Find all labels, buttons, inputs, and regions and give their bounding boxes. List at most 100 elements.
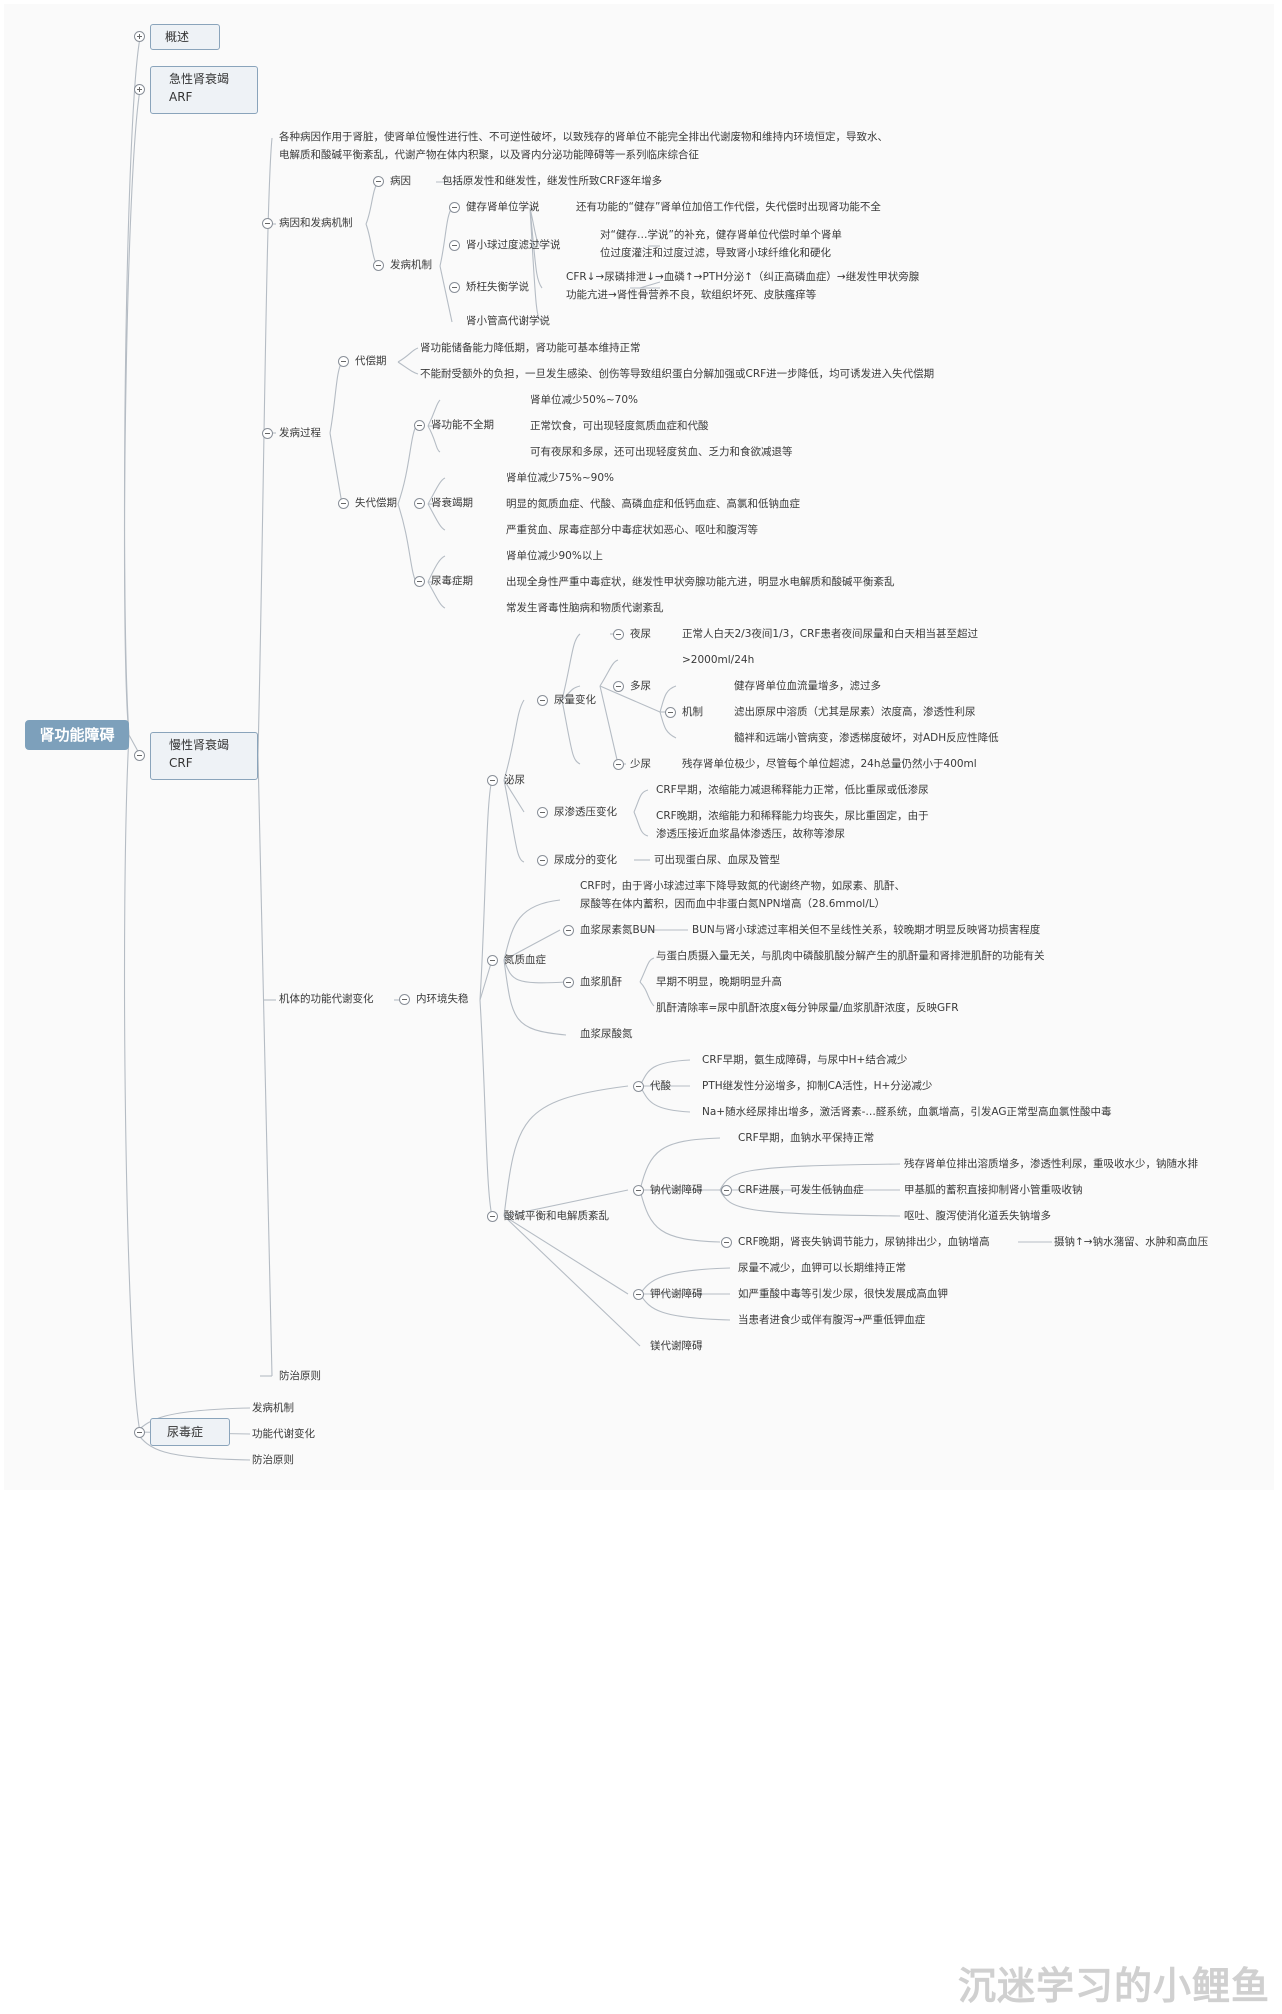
collapse-icon[interactable] — [721, 1185, 732, 1196]
hypothesis-1[interactable]: 健存肾单位学说 — [466, 201, 540, 213]
potassium-node[interactable]: 钾代谢障碍 — [650, 1288, 703, 1300]
node-arf[interactable]: 急性肾衰竭 ARF — [150, 66, 258, 114]
homeostasis-node[interactable]: 内环境失稳 — [416, 993, 469, 1005]
stage-2-node[interactable]: 肾衰竭期 — [431, 497, 473, 509]
arf-title: 急性肾衰竭 — [169, 72, 230, 86]
urine-osmolality-node[interactable]: 尿渗透压变化 — [554, 806, 617, 818]
collapse-icon[interactable] — [537, 695, 548, 706]
stage-1-c: 可有夜尿和多尿，还可出现轻度贫血、乏力和食欲减退等 — [530, 446, 793, 458]
magnesium-node[interactable]: 镁代谢障碍 — [650, 1340, 703, 1352]
oliguria-node[interactable]: 少尿 — [630, 758, 651, 770]
polyuria-mech-3: 髓袢和远端小管病变，渗透梯度破坏，对ADH反应性降低 — [734, 732, 999, 744]
collapse-icon[interactable] — [373, 176, 384, 187]
collapse-icon[interactable] — [414, 576, 425, 587]
node-uremia[interactable]: 尿毒症 — [150, 1418, 230, 1446]
collapse-icon[interactable] — [487, 1211, 498, 1222]
collapse-icon[interactable] — [563, 977, 574, 988]
creatinine-node[interactable]: 血浆肌酐 — [580, 976, 622, 988]
course-node[interactable]: 发病过程 — [279, 427, 321, 439]
function-node[interactable]: 机体的功能代谢变化 — [279, 993, 374, 1005]
cause-node[interactable]: 病因 — [390, 175, 411, 187]
collapse-icon[interactable] — [449, 202, 460, 213]
stage-3-c: 常发生肾毒性脑病和物质代谢紊乱 — [506, 602, 664, 614]
acidosis-text-2: PTH继发性分泌增多，抑制CA活性，H+分泌减少 — [702, 1080, 933, 1092]
collapse-icon[interactable] — [721, 1237, 732, 1248]
urine-composition-text: 可出现蛋白尿、血尿及管型 — [654, 854, 780, 866]
stage-1-node[interactable]: 肾功能不全期 — [431, 419, 494, 431]
collapse-icon[interactable] — [449, 240, 460, 251]
stage-1-b: 正常饮食，可出现轻度氮质血症和代酸 — [530, 420, 709, 432]
sodium-text-2[interactable]: CRF进展，可发生低钠血症 — [738, 1184, 864, 1196]
uremia-mechanism[interactable]: 发病机制 — [252, 1402, 294, 1414]
compensated-node[interactable]: 代偿期 — [355, 355, 387, 367]
azotemia-node[interactable]: 氮质血症 — [504, 954, 546, 966]
urine-volume-node[interactable]: 尿量变化 — [554, 694, 596, 706]
crf-title: 慢性肾衰竭 — [169, 738, 230, 752]
osmolality-late-2: 渗透压接近血浆晶体渗透压，故称等渗尿 — [656, 828, 845, 840]
polyuria-amount: >2000ml/24h — [682, 654, 755, 666]
sodium-node[interactable]: 钠代谢障碍 — [650, 1184, 703, 1196]
hypothesis-2[interactable]: 肾小球过度滤过学说 — [466, 239, 561, 251]
collapse-icon[interactable] — [373, 260, 384, 271]
watermark: 沉迷学习的小鲤鱼 — [957, 1964, 1270, 2008]
collapse-icon[interactable] — [487, 775, 498, 786]
stage-3-node[interactable]: 尿毒症期 — [431, 575, 473, 587]
expand-icon[interactable] — [134, 31, 145, 42]
potassium-text-1: 尿量不减少，血钾可以长期维持正常 — [738, 1262, 906, 1274]
collapse-icon[interactable] — [633, 1185, 644, 1196]
collapse-icon[interactable] — [414, 498, 425, 509]
collapse-icon[interactable] — [449, 282, 460, 293]
uremia-function[interactable]: 功能代谢变化 — [252, 1428, 315, 1440]
collapse-icon[interactable] — [414, 420, 425, 431]
hypothesis-3[interactable]: 矫枉失衡学说 — [466, 281, 529, 293]
creatinine-text-3: 肌酐清除率=尿中肌酐浓度x每分钟尿量/血浆肌酐浓度，反映GFR — [656, 1002, 959, 1014]
collapse-icon[interactable] — [633, 1081, 644, 1092]
bun-node[interactable]: 血浆尿素氮BUN — [580, 924, 656, 936]
decompensated-node[interactable]: 失代偿期 — [355, 497, 397, 509]
urine-composition-node[interactable]: 尿成分的变化 — [554, 854, 617, 866]
pathogenesis-node[interactable]: 发病机制 — [390, 259, 432, 271]
mechanism-sub-node[interactable]: 机制 — [682, 706, 703, 718]
collapse-icon[interactable] — [613, 629, 624, 640]
hypothesis-2-text-1: 对“健存…学说”的补充，健存肾单位代偿时单个肾单 — [600, 229, 842, 241]
nocturia-node[interactable]: 夜尿 — [630, 628, 651, 640]
node-crf[interactable]: 慢性肾衰竭 CRF — [150, 732, 258, 780]
crf-definition-line2: 电解质和酸碱平衡紊乱，代谢产物在体内积聚，以及肾内分泌功能障碍等一系列临床综合征 — [279, 149, 699, 161]
collapse-icon[interactable] — [633, 1289, 644, 1300]
collapse-icon[interactable] — [487, 955, 498, 966]
hypothesis-4[interactable]: 肾小管高代谢学说 — [466, 315, 550, 327]
expand-icon[interactable] — [134, 84, 145, 95]
collapse-icon[interactable] — [338, 498, 349, 509]
polyuria-node[interactable]: 多尿 — [630, 680, 651, 692]
collapse-icon[interactable] — [613, 759, 624, 770]
collapse-icon[interactable] — [537, 855, 548, 866]
uric-acid-node[interactable]: 血浆尿酸氮 — [580, 1028, 633, 1040]
potassium-text-2: 如严重酸中毒等引发少尿，很快发展成高血钾 — [738, 1288, 948, 1300]
sodium-late-text: 摄钠↑→钠水潴留、水肿和高血压 — [1054, 1236, 1209, 1248]
collapse-icon[interactable] — [262, 218, 273, 229]
collapse-icon[interactable] — [665, 707, 676, 718]
collapse-icon[interactable] — [563, 925, 574, 936]
collapse-icon[interactable] — [537, 807, 548, 818]
sodium-text-3[interactable]: CRF晚期，肾丧失钠调节能力，尿钠排出少，血钠增高 — [738, 1236, 990, 1248]
collapse-icon[interactable] — [134, 1427, 145, 1438]
acidosis-text-3: Na+随水经尿排出增多，激活肾素-…醛系统，血氯增高，引发AG正常型高血氯性酸中… — [702, 1106, 1112, 1118]
collapse-icon[interactable] — [134, 750, 145, 761]
compensated-text-1: 肾功能储备能力降低期，肾功能可基本维持正常 — [420, 342, 641, 354]
acid-base-node[interactable]: 酸碱平衡和电解质紊乱 — [504, 1210, 609, 1222]
acidosis-node[interactable]: 代酸 — [650, 1080, 671, 1092]
root-node[interactable]: 肾功能障碍 — [25, 720, 129, 750]
collapse-icon[interactable] — [613, 681, 624, 692]
prevention-node[interactable]: 防治原则 — [279, 1370, 321, 1382]
nocturia-text: 正常人白天2/3夜间1/3，CRF患者夜间尿量和白天相当甚至超过 — [682, 628, 978, 640]
urine-node[interactable]: 泌尿 — [504, 774, 525, 786]
collapse-icon[interactable] — [338, 356, 349, 367]
node-overview[interactable]: 概述 — [150, 24, 220, 50]
hyponatremia-cause-1: 残存肾单位排出溶质增多，渗透性利尿，重吸收水少，钠随水排 — [904, 1158, 1198, 1170]
uremia-prevention[interactable]: 防治原则 — [252, 1454, 294, 1466]
collapse-icon[interactable] — [399, 994, 410, 1005]
bun-text: BUN与肾小球滤过率相关但不呈线性关系，较晚期才明显反映肾功损害程度 — [692, 924, 1041, 936]
mechanism-node[interactable]: 病因和发病机制 — [279, 217, 353, 229]
oliguria-text: 残存肾单位极少，尽管每个单位超滤，24h总量仍然小于400ml — [682, 758, 977, 770]
collapse-icon[interactable] — [262, 428, 273, 439]
